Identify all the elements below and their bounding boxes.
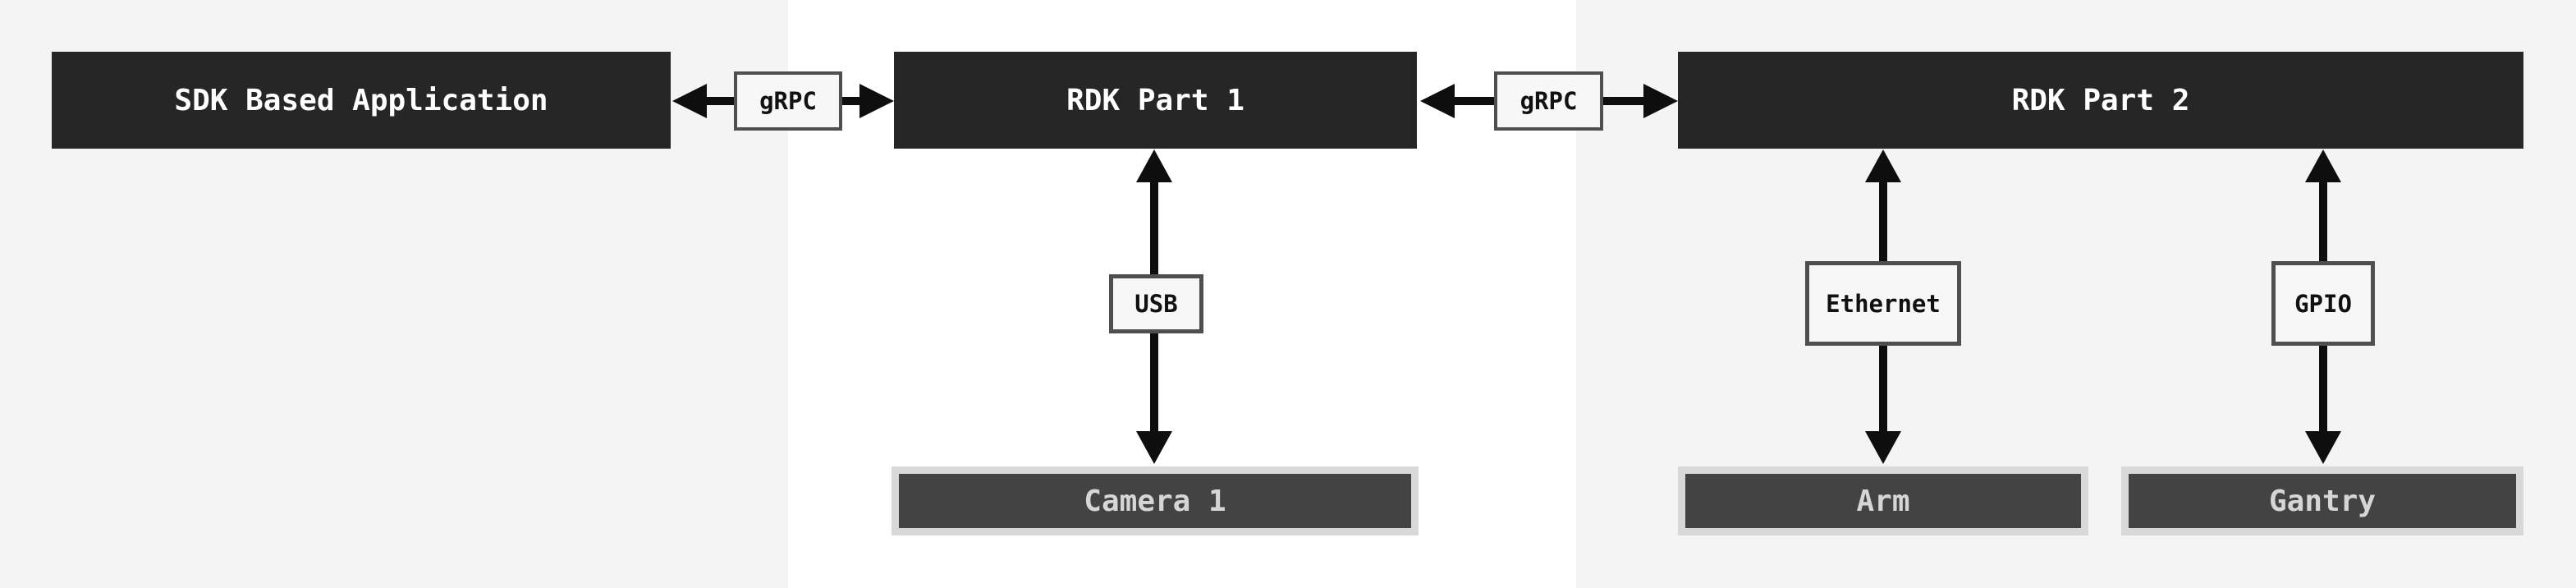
arrowhead-left-icon	[1420, 84, 1455, 118]
connector-label-grpc-left-text: gRPC	[759, 87, 817, 115]
node-sdk-based-application: SDK Based Application	[52, 52, 671, 149]
node-rdk-part-2-label: RDK Part 2	[2011, 83, 2190, 117]
arrow-line-rdk2-ethernet	[1879, 176, 1887, 264]
node-arm-label: Arm	[1856, 484, 1910, 518]
arrow-line-sdk-grpc	[700, 97, 737, 105]
arrowhead-down-icon	[1865, 431, 1901, 464]
arrow-line-usb-camera	[1150, 332, 1158, 435]
node-rdk-part-1: RDK Part 1	[894, 52, 1417, 149]
arrowhead-left-icon	[672, 84, 707, 118]
arrowhead-up-icon	[1136, 149, 1172, 182]
connector-label-grpc-left: gRPC	[734, 71, 842, 131]
node-sdk-based-application-label: SDK Based Application	[174, 83, 548, 117]
arrow-line-rdk2-gpio	[2319, 176, 2327, 264]
arrowhead-down-icon	[1136, 431, 1172, 464]
node-gantry-label: Gantry	[2268, 484, 2377, 518]
arrowhead-up-icon	[1865, 149, 1901, 182]
connector-label-gpio: GPIO	[2271, 261, 2375, 346]
arrowhead-up-icon	[2305, 149, 2341, 182]
arrowhead-right-icon	[859, 84, 894, 118]
connector-label-ethernet: Ethernet	[1805, 261, 1961, 346]
node-camera-1-label: Camera 1	[1084, 484, 1226, 518]
arrow-line-gpio-gantry	[2319, 344, 2327, 435]
node-rdk-part-2: RDK Part 2	[1678, 52, 2523, 149]
connector-label-grpc-right: gRPC	[1494, 71, 1603, 131]
node-rdk-part-1-label: RDK Part 1	[1066, 83, 1244, 117]
connector-label-gpio-text: GPIO	[2294, 289, 2352, 318]
connector-label-usb: USB	[1109, 274, 1203, 333]
arrow-line-grpc-rdk2	[1599, 97, 1647, 105]
arrowhead-right-icon	[1643, 84, 1678, 118]
connector-label-usb-text: USB	[1134, 290, 1178, 318]
connector-label-grpc-right-text: gRPC	[1519, 87, 1578, 115]
arrow-line-ethernet-arm	[1879, 344, 1887, 435]
node-camera-1: Camera 1	[892, 466, 1419, 535]
connector-label-ethernet-text: Ethernet	[1826, 289, 1941, 318]
arrow-line-grpc-rdk1	[839, 97, 864, 105]
arrow-line-rdk1-grpc	[1448, 97, 1497, 105]
node-gantry: Gantry	[2121, 466, 2523, 535]
arrowhead-down-icon	[2305, 431, 2341, 464]
node-arm: Arm	[1678, 466, 2088, 535]
arrow-line-rdk1-usb	[1150, 176, 1158, 276]
